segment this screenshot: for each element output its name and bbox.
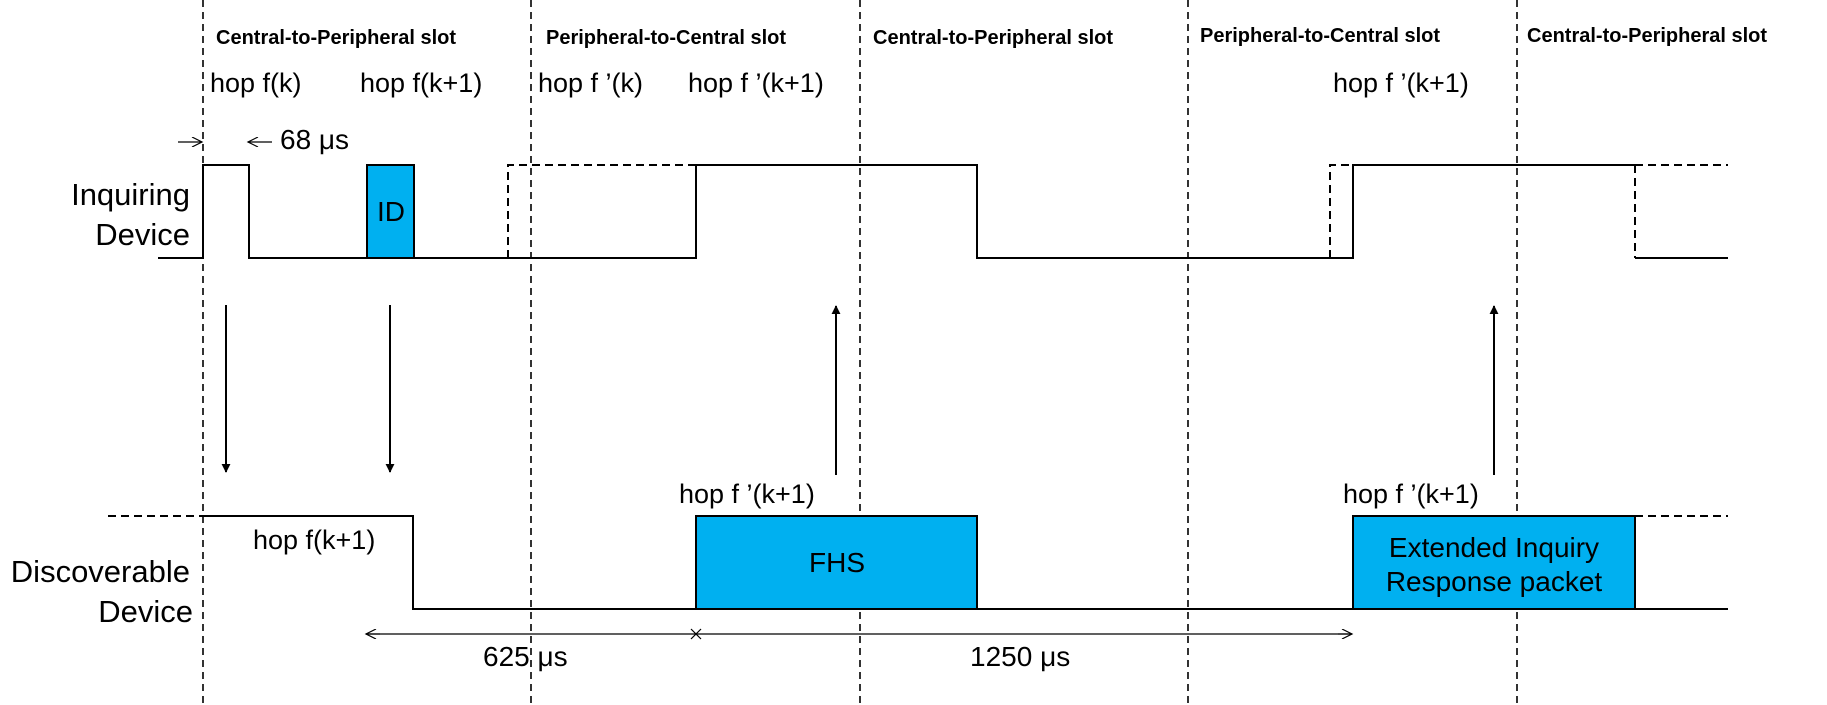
t1250-label: 1250 μs [970,641,1070,672]
t625-label: 625 μs [483,641,568,672]
eir-packet: Extended Inquiry Response packet [1352,515,1636,610]
inquiring-signal-dashed-1 [507,164,696,258]
timing-dimensions: 625 μs 1250 μs [366,628,1352,672]
eir-packet-box [1352,515,1636,610]
hop-label-fk1: hop f(k+1) [360,68,482,98]
inquiring-signal-solid-3 [1330,164,1635,259]
inquiring-device-label-2: Device [95,217,190,252]
slot-boundaries [202,0,1518,705]
id-packet-box [366,164,415,259]
discoverable-signal-solid-1 [203,515,1728,610]
eir-packet-label-1: Extended Inquiry [1389,532,1599,563]
tick-mark-b [690,628,702,640]
id-packet-label: ID [377,196,405,227]
fhs-packet-box [695,515,978,610]
hop-label-fpk1-late: hop f ’(k+1) [1333,68,1469,98]
hop-labels-top: hop f(k) hop f(k+1) hop f ’(k) hop f ’(k… [210,68,1469,98]
inquiring-signal-solid-2 [508,164,1330,259]
slot-title-3: Central-to-Peripheral slot [873,27,1113,49]
slot-title-1: Central-to-Peripheral slot [216,27,456,49]
fhs-hop-label: hop f ’(k+1) [679,479,815,509]
inquiring-signal-solid-1 [158,164,508,259]
inquiring-device-signal [158,164,1728,259]
hop-label-fk: hop f(k) [210,68,302,98]
discoverable-device-signal [108,515,1728,610]
inquiring-signal-dashed-3 [1634,164,1728,258]
discoverable-device-label-2: Device [98,594,193,629]
eir-packet-label-2: Response packet [1386,566,1603,597]
eir-hop-label: hop f ’(k+1) [1343,479,1479,509]
disc-hop-label-fk1: hop f(k+1) [253,525,375,555]
slot-title-4: Peripheral-to-Central slot [1200,25,1440,47]
hop-labels-bottom: hop f(k+1) hop f ’(k+1) hop f ’(k+1) [253,479,1479,555]
guard-dimension: 68 μs [178,124,349,155]
discoverable-device-label: Discoverable [11,554,190,589]
transmission-arrows [221,305,1499,475]
guard-time-label: 68 μs [280,124,349,155]
slot-title-2: Peripheral-to-Central slot [546,27,786,49]
id-packet: ID [366,164,415,259]
hop-label-fpk: hop f ’(k) [538,68,643,98]
slot-title-5: Central-to-Peripheral slot [1527,25,1767,47]
fhs-packet: FHS [695,515,978,610]
slot-titles: Central-to-Peripheral slot Peripheral-to… [216,25,1767,49]
inquiring-signal-dashed-2 [1329,164,1353,258]
hop-label-fpk1: hop f ’(k+1) [688,68,824,98]
fhs-packet-label: FHS [809,547,865,578]
device-labels: Inquiring Device Discoverable Device [11,177,193,629]
inquiring-device-label: Inquiring [71,177,190,212]
